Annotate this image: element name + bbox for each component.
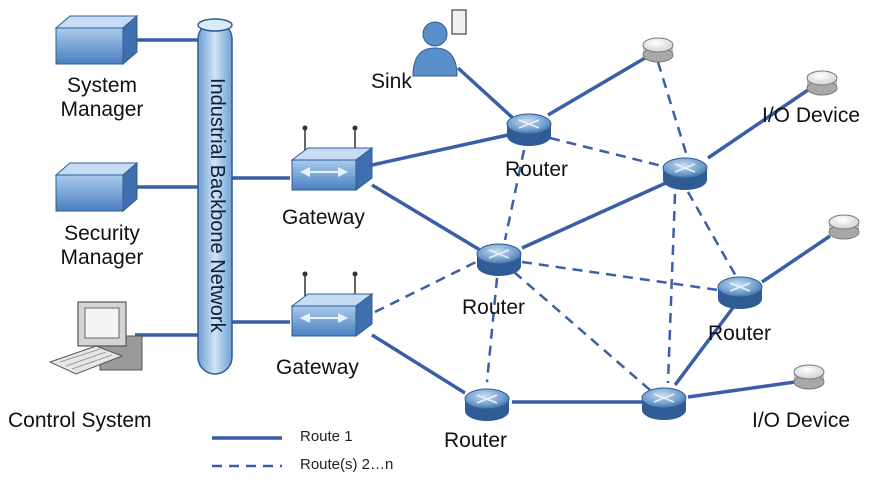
router-low-icon — [641, 387, 687, 420]
io-device-bottom-icon — [793, 364, 825, 390]
router-right-label: Router — [708, 322, 772, 345]
dlink-rmid-rbot — [485, 277, 499, 383]
dlink-rcenter-rlow — [666, 193, 677, 384]
dlink-rmid-rlow — [513, 271, 651, 391]
legend-dashed-label: Route(s) 2…n — [300, 456, 394, 473]
dlink-rtop-rmid — [503, 149, 526, 241]
legend-solid-label: Route 1 — [300, 428, 353, 445]
gateway-top-icon — [290, 125, 374, 191]
link-router-right-node — [761, 234, 831, 284]
dlink-rcenter-rright — [686, 191, 739, 279]
link-gwtop-router-top — [371, 133, 509, 167]
gateway-bottom-label: Gateway — [276, 356, 359, 379]
field-node-top-icon — [642, 37, 674, 63]
link-sink-router-top — [456, 66, 517, 122]
io-device-top-icon — [806, 70, 838, 96]
dlink-rmid-rright — [521, 260, 719, 292]
dashed-links — [374, 61, 739, 391]
system-manager-icon — [54, 14, 139, 66]
backbone-label: Industrial Backbone Network — [206, 77, 228, 333]
router-top-label: Router — [505, 158, 569, 181]
control-system-pc-icon — [48, 301, 143, 375]
sink-label: Sink — [371, 70, 412, 93]
link-rlow-router-right — [673, 303, 737, 387]
security-manager-label-line1: Security — [64, 222, 140, 245]
system-manager-label-line2: Manager — [60, 98, 144, 121]
link-rlow-io-bottom — [687, 380, 796, 399]
security-manager-label: Security Manager — [46, 222, 158, 270]
router-center-icon — [662, 157, 708, 190]
router-top-icon — [506, 113, 552, 146]
dlink-rtop-rcenter — [549, 136, 663, 168]
link-gwtop-router-mid — [371, 183, 481, 252]
router-right-icon — [717, 276, 763, 309]
sink-person-icon — [412, 9, 467, 77]
security-manager-icon — [54, 161, 139, 213]
link-gwbot-router-bot — [371, 333, 466, 395]
dlink-gwbot-rmid — [374, 260, 477, 314]
control-system-label: Control System — [8, 409, 152, 432]
link-router-mid-rcenter — [521, 180, 669, 250]
router-bottom-label: Router — [444, 429, 508, 452]
dlink-node-rcenter — [656, 61, 688, 154]
io-device-top-label: I/O Device — [762, 104, 861, 127]
router-middle-icon — [476, 243, 522, 276]
router-bottom-icon — [464, 388, 510, 421]
system-manager-label: System Manager — [46, 74, 158, 122]
field-node-right-icon — [828, 214, 860, 240]
link-router-top-node — [547, 56, 646, 117]
security-manager-label-line2: Manager — [60, 246, 144, 269]
gateway-bottom-icon — [290, 271, 374, 337]
gateway-top-label: Gateway — [282, 206, 365, 229]
solid-links — [135, 38, 831, 404]
backbone-network — [197, 18, 233, 375]
router-middle-label: Router — [462, 296, 526, 319]
io-device-bottom-label: I/O Device — [752, 409, 851, 432]
system-manager-label-line1: System — [66, 74, 137, 97]
link-rcenter-io-top — [707, 88, 809, 160]
